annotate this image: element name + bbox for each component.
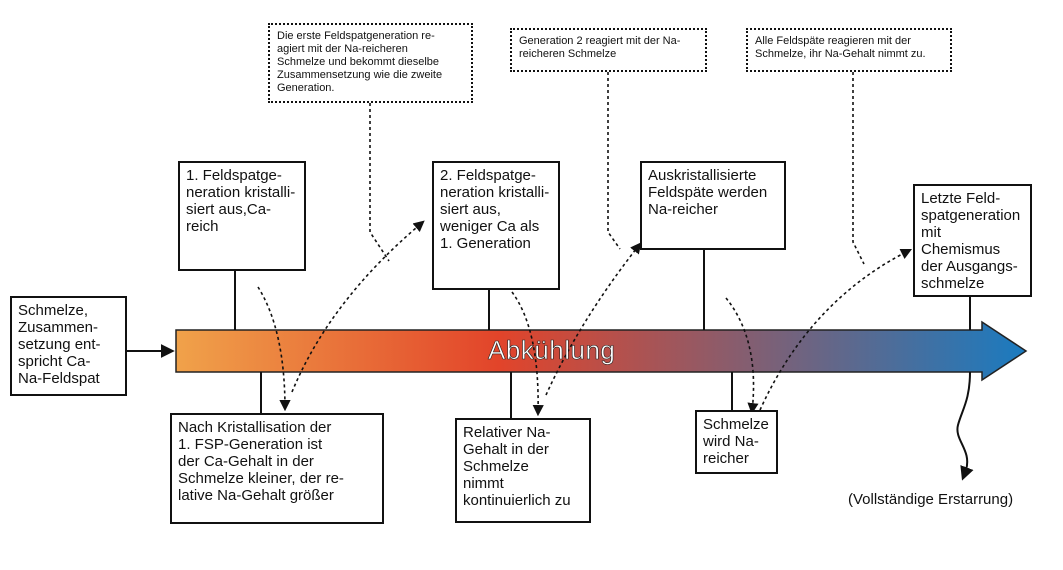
dotted-arrow-up-1: [291, 220, 425, 393]
dotted-arrow-down-3: [725, 297, 759, 415]
end-wavy-arrow: [956, 371, 974, 481]
upper-box-4: Letzte Feld- spatgeneration mit Chemismu…: [913, 184, 1032, 297]
dotted-arrow-down-2: [511, 291, 544, 417]
dotted-arrow-up-3: [759, 248, 913, 411]
note-leader-3: [852, 72, 865, 265]
note-leader-2: [607, 72, 621, 250]
abkuehlung-label: Abkühlung: [488, 335, 616, 366]
start-box: Schmelze, Zusammen- setzung ent- spricht…: [10, 296, 127, 396]
note-box-1: Die erste Feldspatgeneration re- agiert …: [268, 23, 473, 103]
lower-box-2: Relativer Na- Gehalt in der Schmelze nim…: [455, 418, 591, 523]
note-box-2: Generation 2 reagiert mit der Na- reiche…: [510, 28, 707, 72]
end-label: (Vollständige Erstarrung): [848, 491, 1014, 508]
abkuehlung-arrow: [175, 320, 1028, 382]
lower-box-3: Schmelze wird Na- reicher: [695, 410, 778, 474]
upper-box-3: Auskristallisierte Feldspäte werden Na-r…: [640, 161, 786, 250]
dotted-arrow-down-1: [257, 286, 291, 412]
note-leader-1: [369, 103, 390, 262]
upper-box-2: 2. Feldspatge- neration kristalli- siert…: [432, 161, 560, 290]
upper-box-1: 1. Feldspatge- neration kristalli- siert…: [178, 161, 306, 271]
dotted-arrow-up-2: [545, 242, 642, 396]
note-box-3: Alle Feldspäte reagieren mit der Schmelz…: [746, 28, 952, 72]
lower-box-1: Nach Kristallisation der 1. FSP-Generati…: [170, 413, 384, 524]
